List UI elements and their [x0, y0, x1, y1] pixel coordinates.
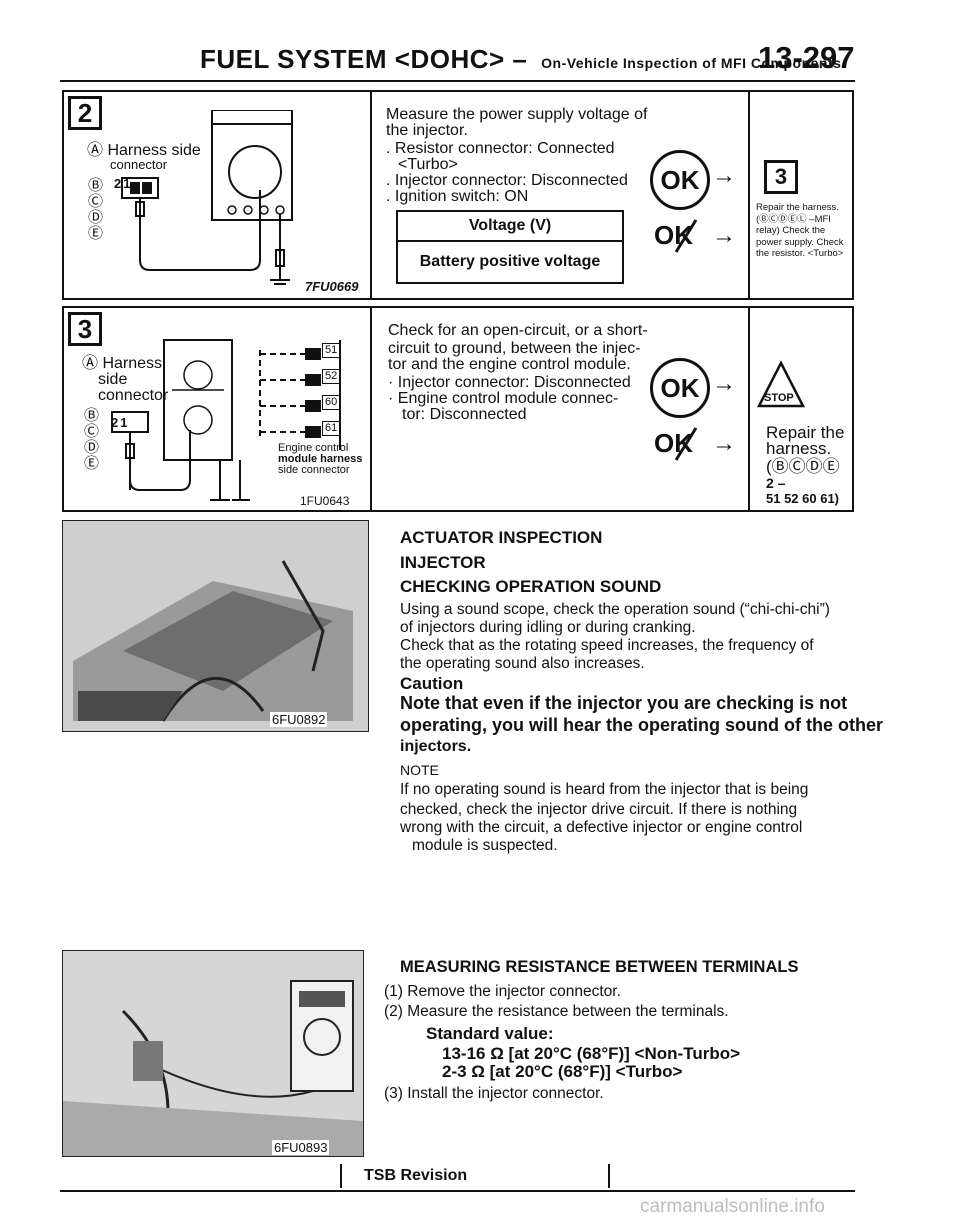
step2-instr-5: . Injector connector: Disconnected	[386, 172, 628, 189]
tsb-box: TSB Revision	[340, 1164, 610, 1188]
note-line-3: wrong with the circuit, a defective inje…	[400, 819, 803, 836]
stop-icon	[756, 360, 806, 408]
step2-instr-6: . Ignition switch: ON	[386, 188, 529, 205]
step2-instr-3: . Resistor connector: Connected	[386, 140, 615, 157]
note-line-1: If no operating sound is heard from the …	[400, 781, 809, 798]
step3-instr-2: circuit to ground, between the injec-	[388, 340, 641, 357]
standard-value-label: Standard value:	[426, 1024, 554, 1043]
ecu-label-2: module harness	[278, 453, 363, 465]
photo1-code: 6FU0892	[270, 712, 328, 727]
step3-instr-5: · Engine control module connec-	[388, 390, 619, 407]
step3-fig-connector-pins: 21	[111, 415, 130, 430]
injector-heading: INJECTOR	[400, 553, 486, 572]
step2-multimeter-diagram	[121, 110, 293, 285]
step3-ng-action-3: (ⒷⒸⒹⒺ	[766, 457, 840, 476]
step2-ok-badge: OK	[650, 150, 710, 210]
actuator-p2a: Check that as the rotating speed increas…	[400, 637, 814, 654]
step3-circuit-diagram	[111, 339, 341, 501]
step3-number: 3	[68, 312, 102, 346]
ecu-label-3: side connector	[278, 464, 350, 476]
step3-ng-action-5: 51 52 60 61)	[766, 491, 840, 506]
actuator-p1a: Using a sound scope, check the operation…	[400, 601, 830, 618]
standard-value-2: 2-3 Ω [at 20°C (68°F)] <Turbo>	[442, 1062, 683, 1081]
step3-fig-label-harness: Ⓐ Harness	[82, 355, 163, 372]
header-rule	[60, 80, 855, 82]
step2-instr-2: the injector.	[386, 122, 468, 139]
actuator-heading: ACTUATOR INSPECTION	[400, 528, 603, 547]
actuator-p2b: the operating sound also increases.	[400, 655, 645, 672]
step3-fig-label-side: side	[98, 371, 128, 388]
step3-instr-6: tor: Disconnected	[402, 406, 527, 423]
note-line-2: checked, check the injector drive circui…	[400, 801, 798, 818]
caution-label: Caution	[400, 674, 464, 693]
step2-instr-4: <Turbo>	[398, 156, 458, 173]
step3-ng-cross-icon	[674, 427, 698, 461]
step3-fig-label-connector: connector	[98, 387, 169, 404]
step2-ok-arrow: →	[712, 162, 736, 189]
voltage-table-header: Voltage (V)	[398, 212, 622, 242]
watermark: carmanualsonline.info	[640, 1196, 825, 1217]
ecu-pin-60: 60	[322, 395, 341, 410]
step2-ng-arrow: →	[712, 222, 736, 249]
voltage-table-value: Battery positive voltage	[419, 253, 601, 270]
step3-instr-1: Check for an open-circuit, or a short-	[388, 322, 648, 339]
title-main: FUEL SYSTEM <DOHC>	[200, 44, 505, 74]
step2-fig-label-connector: connector	[110, 157, 168, 172]
photo2-code: 6FU0893	[272, 1140, 330, 1155]
ecu-label-1: Engine control	[278, 442, 349, 454]
step2-fig-connector-pins: 21	[114, 176, 133, 191]
stop-label: STOP	[764, 392, 794, 404]
engine-photo-illustration	[63, 521, 368, 731]
step2-fig-label-harness: Ⓐ Harness side	[87, 142, 201, 159]
caution-line-3: injectors.	[400, 738, 472, 755]
step3-instr-4: · Injector connector: Disconnected	[388, 374, 631, 391]
step3-fig-pins-left: Ⓑ Ⓒ Ⓓ Ⓔ	[84, 407, 100, 472]
step3-ng-action-1: Repair the	[766, 423, 845, 442]
ecu-pin-52: 52	[322, 369, 341, 384]
tsb-revision-label: TSB Revision	[364, 1167, 468, 1184]
step2-divider-left	[370, 90, 372, 300]
footer-rule	[60, 1190, 855, 1192]
title-subtitle: On-Vehicle Inspection of MFI Components	[541, 55, 842, 71]
resistance-heading: MEASURING RESISTANCE BETWEEN TERMINALS	[400, 958, 799, 976]
step3-divider-left	[370, 306, 372, 512]
step2-ng-action: Repair the harness. (ⒷⒸⒹⒺⓁ –MFI relay) C…	[756, 202, 844, 259]
step2-box	[62, 90, 854, 300]
injector-photo-multimeter	[62, 950, 364, 1157]
caution-line-1: Note that even if the injector you are c…	[400, 693, 848, 713]
step2-number: 2	[68, 96, 102, 130]
step2-voltage-table: Voltage (V) Battery positive voltage	[396, 210, 624, 284]
resistance-step-3: (3) Install the injector connector.	[384, 1085, 604, 1102]
page-title: FUEL SYSTEM <DOHC> – On-Vehicle Inspecti…	[200, 44, 841, 75]
step2-fig-code: 7FU0669	[305, 279, 359, 294]
title-dash: –	[512, 44, 528, 74]
step3-ok-badge: OK	[650, 358, 710, 418]
engine-photo-sound-scope	[62, 520, 369, 732]
step2-divider-right	[748, 90, 750, 300]
operation-sound-heading: CHECKING OPERATION SOUND	[400, 577, 662, 596]
step3-instr-3: tor and the engine control module.	[388, 356, 631, 373]
step3-box	[62, 306, 854, 512]
caution-line-2: operating, you will hear the operating s…	[400, 715, 884, 735]
step2-next-step: 3	[764, 160, 798, 194]
ecu-pin-61: 61	[322, 421, 341, 436]
step3-ng-action-2: harness.	[766, 439, 832, 458]
step3-fig-code: 1FU0643	[300, 494, 350, 508]
injector-photo-illustration	[63, 951, 363, 1156]
step2-fig-pins: Ⓑ Ⓒ Ⓓ Ⓔ	[88, 177, 104, 242]
actuator-p1b: of injectors during idling or during cra…	[400, 619, 696, 636]
step3-ng-action-4: 2 –	[766, 475, 786, 491]
standard-value-1: 13-16 Ω [at 20°C (68°F)] <Non-Turbo>	[442, 1044, 741, 1063]
step3-ng-arrow: →	[712, 430, 736, 457]
page-number: 13-297	[758, 40, 855, 75]
resistance-step-2: (2) Measure the resistance between the t…	[384, 1003, 729, 1020]
resistance-step-1: (1) Remove the injector connector.	[384, 983, 621, 1000]
ecu-pin-51: 51	[322, 343, 341, 358]
step2-instr-1: Measure the power supply voltage of	[386, 106, 648, 123]
note-label: NOTE	[400, 762, 439, 778]
step3-ok-arrow: →	[712, 370, 736, 397]
step3-divider-right	[748, 306, 750, 512]
note-line-4: module is suspected.	[412, 837, 558, 854]
step2-ng-cross-icon	[674, 219, 698, 253]
